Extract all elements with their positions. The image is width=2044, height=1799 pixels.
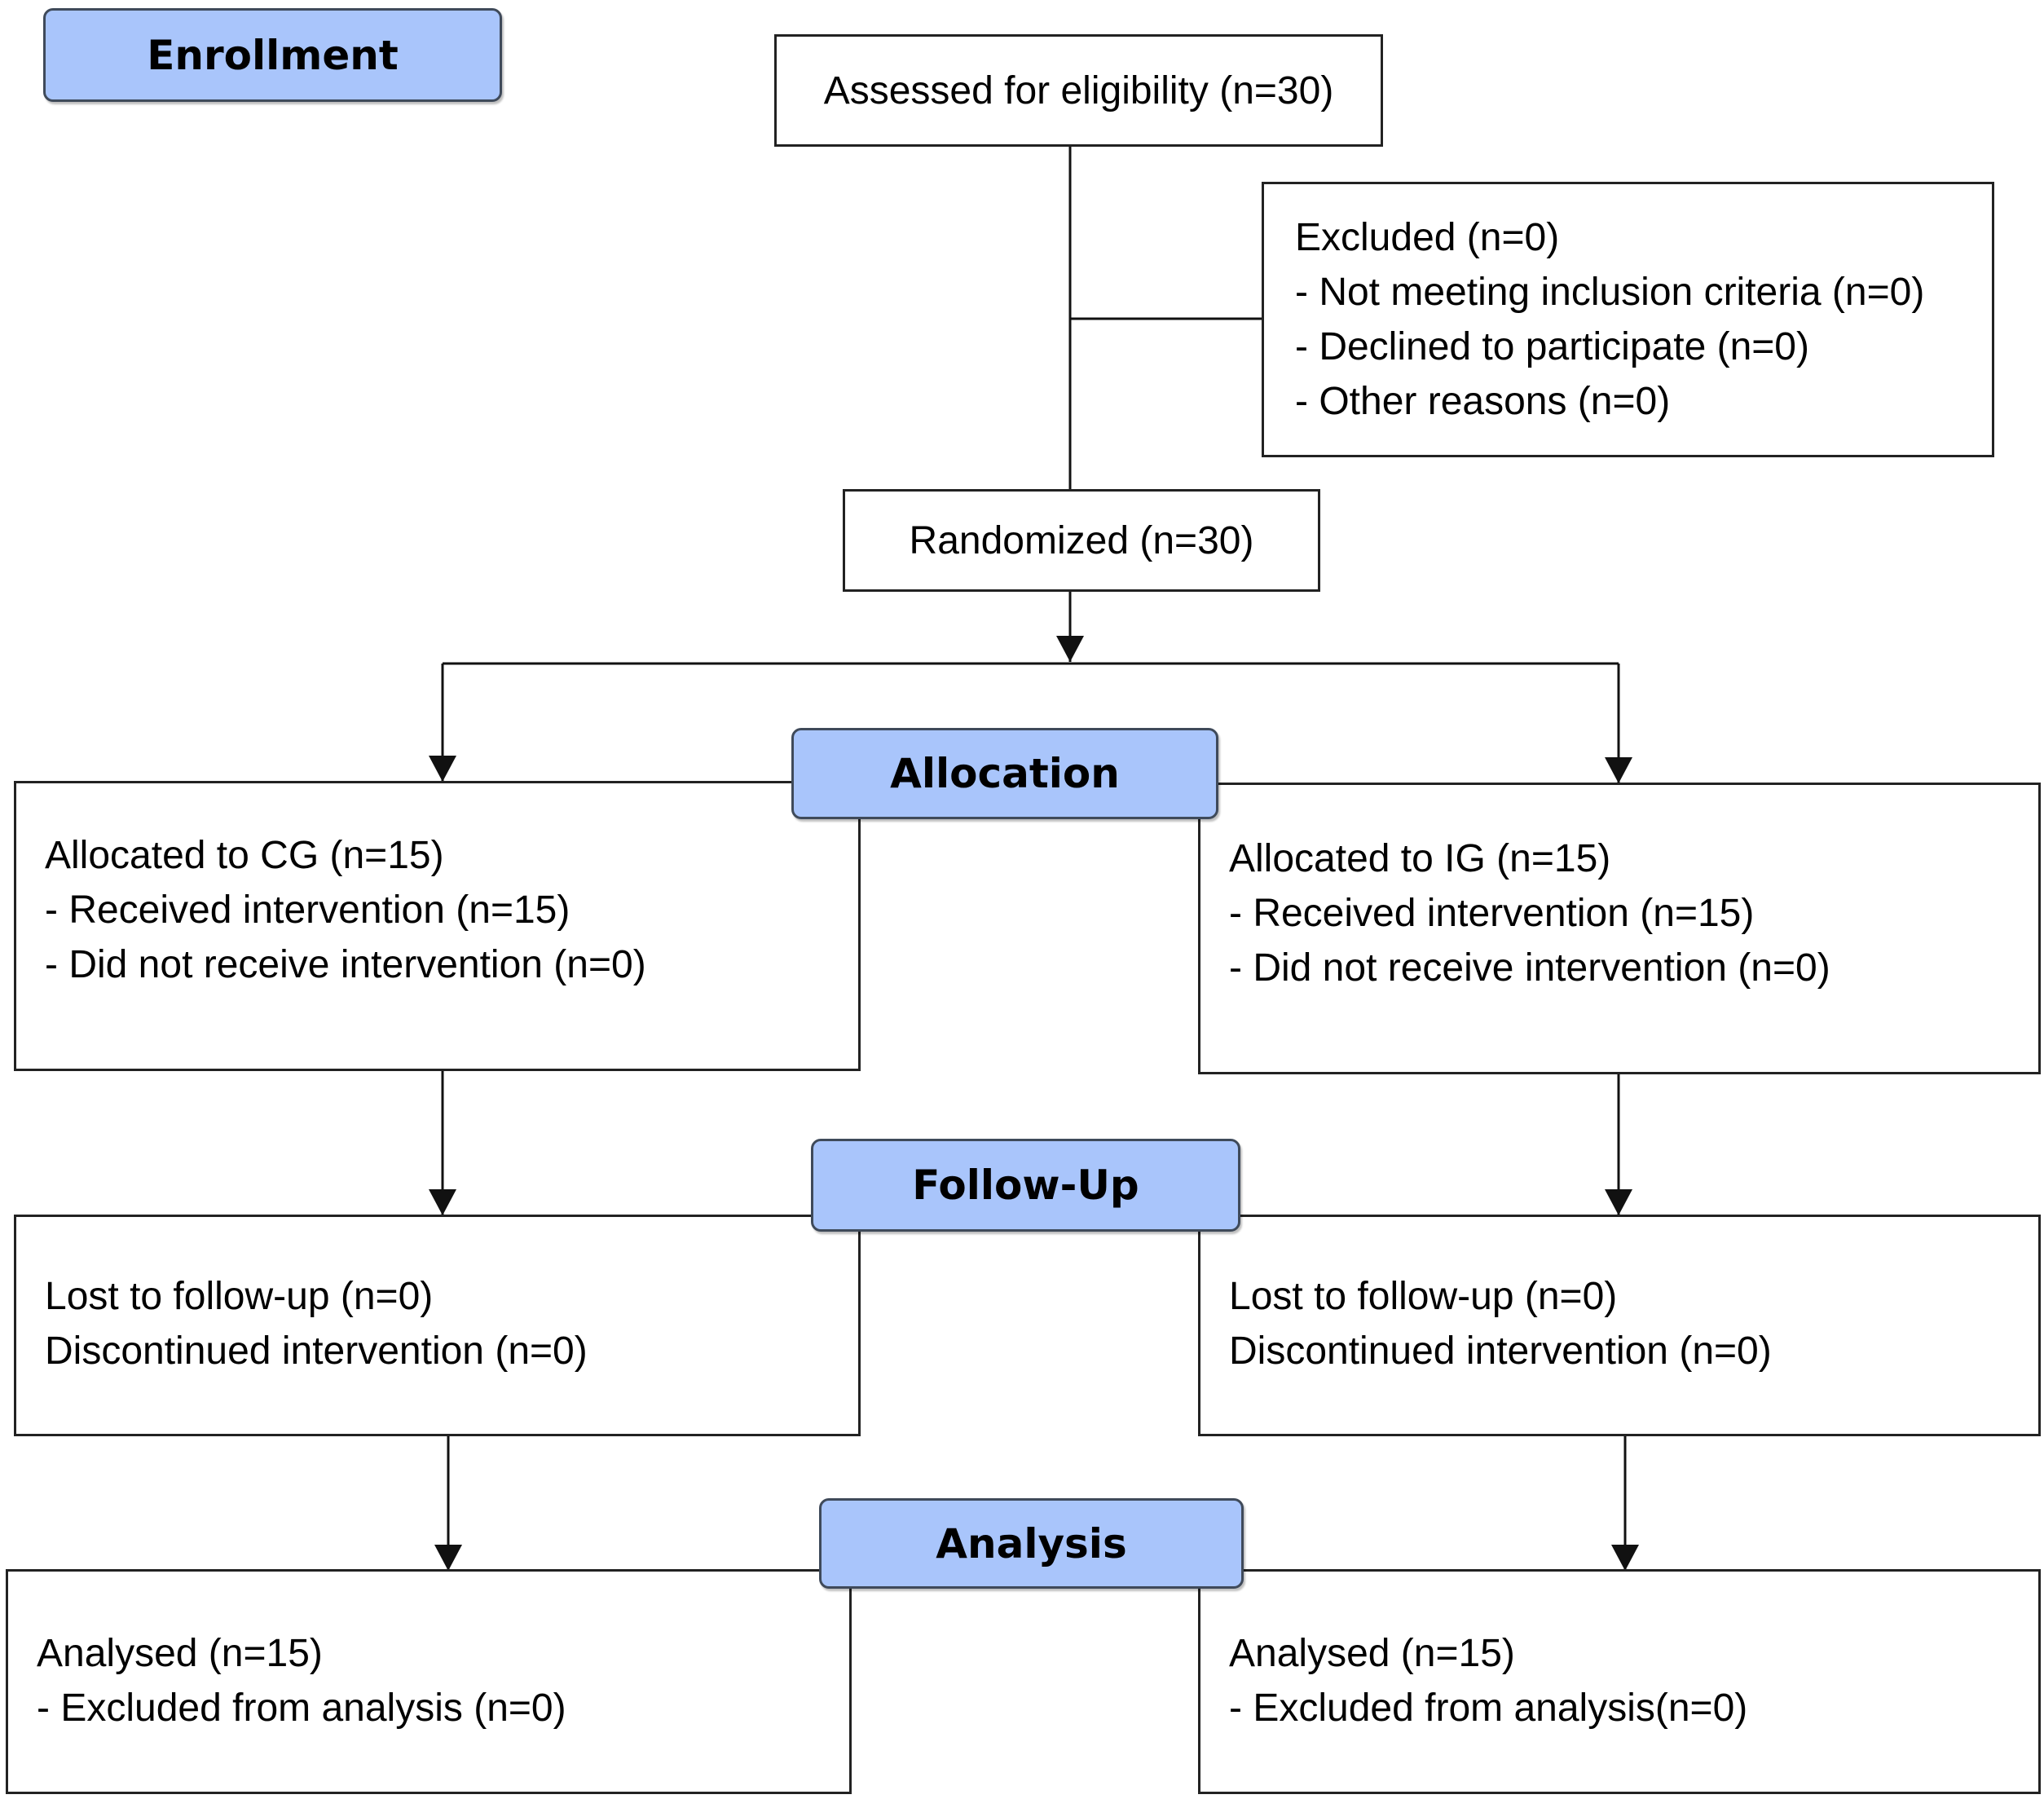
stage-label-enrollment-text: Enrollment: [147, 31, 399, 79]
arrowhead-to-ig-analysis: [1611, 1545, 1639, 1571]
randomized-text: Randomized (n=30): [909, 518, 1254, 562]
ig-analysis-box: Analysed (n=15) - Excluded from analysis…: [1198, 1569, 2041, 1794]
assessed-box: Assessed for eligibility (n=30): [774, 34, 1383, 147]
cg-analysis-item: - Excluded from analysis (n=0): [37, 1687, 566, 1730]
ig-followup-item: Lost to follow-up (n=0): [1229, 1275, 1618, 1318]
arrowhead-to-cg-followup: [429, 1189, 456, 1215]
excluded-reason: - Not meeting inclusion criteria (n=0): [1295, 271, 1925, 314]
cg-analysis-box: Analysed (n=15) - Excluded from analysis…: [6, 1569, 852, 1794]
stage-label-follow-up-text: Follow-Up: [912, 1162, 1139, 1209]
assessed-text: Assessed for eligibility (n=30): [823, 68, 1334, 112]
excluded-reason: - Declined to participate (n=0): [1295, 325, 1809, 368]
ig-allocation-title: Allocated to IG (n=15): [1229, 837, 1611, 880]
arrowhead-to-split: [1056, 636, 1084, 662]
stage-label-allocation: Allocation: [791, 728, 1218, 819]
cg-followup-box: Lost to follow-up (n=0) Discontinued int…: [14, 1215, 861, 1436]
cg-followup-item: Discontinued intervention (n=0): [45, 1329, 588, 1373]
cg-allocation-title: Allocated to CG (n=15): [45, 834, 444, 877]
stage-label-analysis-text: Analysis: [936, 1519, 1127, 1568]
arrowhead-to-cg-analysis: [434, 1545, 462, 1571]
cg-followup-item: Lost to follow-up (n=0): [45, 1275, 434, 1318]
cg-allocation-box: Allocated to CG (n=15) - Received interv…: [14, 781, 861, 1071]
stage-label-analysis: Analysis: [819, 1498, 1244, 1589]
arrowhead-to-ig-followup: [1605, 1189, 1632, 1215]
excluded-title: Excluded (n=0): [1295, 216, 1560, 259]
cg-allocation-item: - Did not receive intervention (n=0): [45, 943, 646, 986]
randomized-box: Randomized (n=30): [843, 489, 1320, 592]
excluded-box: Excluded (n=0) - Not meeting inclusion c…: [1262, 182, 1994, 457]
excluded-reason: - Other reasons (n=0): [1295, 380, 1671, 423]
stage-label-enrollment: Enrollment: [43, 8, 502, 102]
ig-analysis-title: Analysed (n=15): [1229, 1632, 1515, 1675]
cg-analysis-title: Analysed (n=15): [37, 1632, 323, 1675]
arrowhead-to-cg-allocation: [429, 756, 456, 782]
cg-allocation-item: - Received intervention (n=15): [45, 888, 570, 932]
arrowhead-to-ig-allocation: [1605, 757, 1632, 783]
stage-label-follow-up: Follow-Up: [811, 1139, 1240, 1232]
ig-followup-box: Lost to follow-up (n=0) Discontinued int…: [1198, 1215, 2041, 1436]
ig-allocation-item: - Did not receive intervention (n=0): [1229, 946, 1830, 990]
ig-followup-item: Discontinued intervention (n=0): [1229, 1329, 1772, 1373]
ig-allocation-item: - Received intervention (n=15): [1229, 892, 1755, 935]
ig-analysis-item: - Excluded from analysis(n=0): [1229, 1687, 1748, 1730]
ig-allocation-box: Allocated to IG (n=15) - Received interv…: [1198, 783, 2041, 1074]
stage-label-allocation-text: Allocation: [890, 750, 1120, 797]
